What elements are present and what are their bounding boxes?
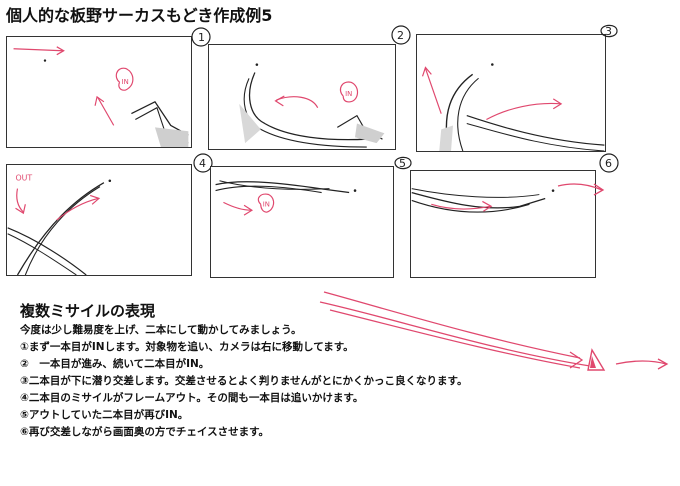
panel-1-sketch: IN [13,46,189,147]
description-intro: 今度は少し難易度を上げ、二本にして動かしてみましょう。 [20,324,302,336]
description-step-4: ④二本目のミサイルがフレームアウト。その間も一本目は追いかけます。 [20,392,364,404]
storyboard-panel-5: IN [210,166,394,278]
description-step-2: ② 一本目が進み、続いて二本目がIN。 [20,358,210,370]
panel-number-2: 2 [390,24,412,46]
description-step-1: ①まず一本目がINします。対象物を追い、カメラは右に移動してます。 [20,341,354,353]
description-step-6: ⑥再び交差しながら画面奥の方でチェイスさせます。 [20,426,270,438]
panel-number-6-text: 6 [605,157,612,170]
storyboard-panel-1: IN [6,36,192,148]
panel-2-in-label: IN [345,90,352,98]
storyboard-panel-2: IN [208,44,396,150]
description-step-5: ⑤アウトしていた二本目が再びIN。 [20,409,189,421]
panel-2-sketch: IN [239,63,385,148]
panel-number-4-text: 4 [199,157,206,170]
description-block: 複数ミサイルの表現 今度は少し難易度を上げ、二本にして動かしてみましょう。 ①ま… [20,302,540,441]
panel-number-4: 4 [192,152,214,174]
panel-5-sketch: IN [215,180,357,216]
panel-6-exit-arrow [557,183,605,196]
panel-1-in-label: IN [122,78,129,86]
panel-number-5: 5 [392,152,414,174]
storyboard-panel-3 [416,34,606,152]
missile-trail-illustration [319,291,669,371]
panel-number-6: 6 [598,152,620,174]
storyboard-panel-6 [410,170,596,278]
panel-number-1-text: 1 [198,31,205,44]
panel-number-5-text: 5 [399,157,406,170]
panel-5-in-label: IN [263,200,270,208]
panel-6-sketch [411,188,555,213]
panel-number-1: 1 [190,26,212,48]
panel-4-out-label: OUT [16,174,33,183]
panel-3-sketch [421,63,605,151]
storyboard-panel-4: OUT [6,164,192,276]
panel-number-3: 3 [598,20,620,42]
description-step-3: ③二本目が下に潜り交差します。交差させるとよく判りませんがとにかくかっこ良くなり… [20,375,468,387]
panel-4-sketch: OUT [7,174,112,275]
description-heading: 複数ミサイルの表現 [20,302,156,320]
page-title: 個人的な板野サーカスもどき作成例5 [6,6,273,25]
panel-number-3-text: 3 [605,25,612,38]
panel-number-2-text: 2 [397,29,404,42]
